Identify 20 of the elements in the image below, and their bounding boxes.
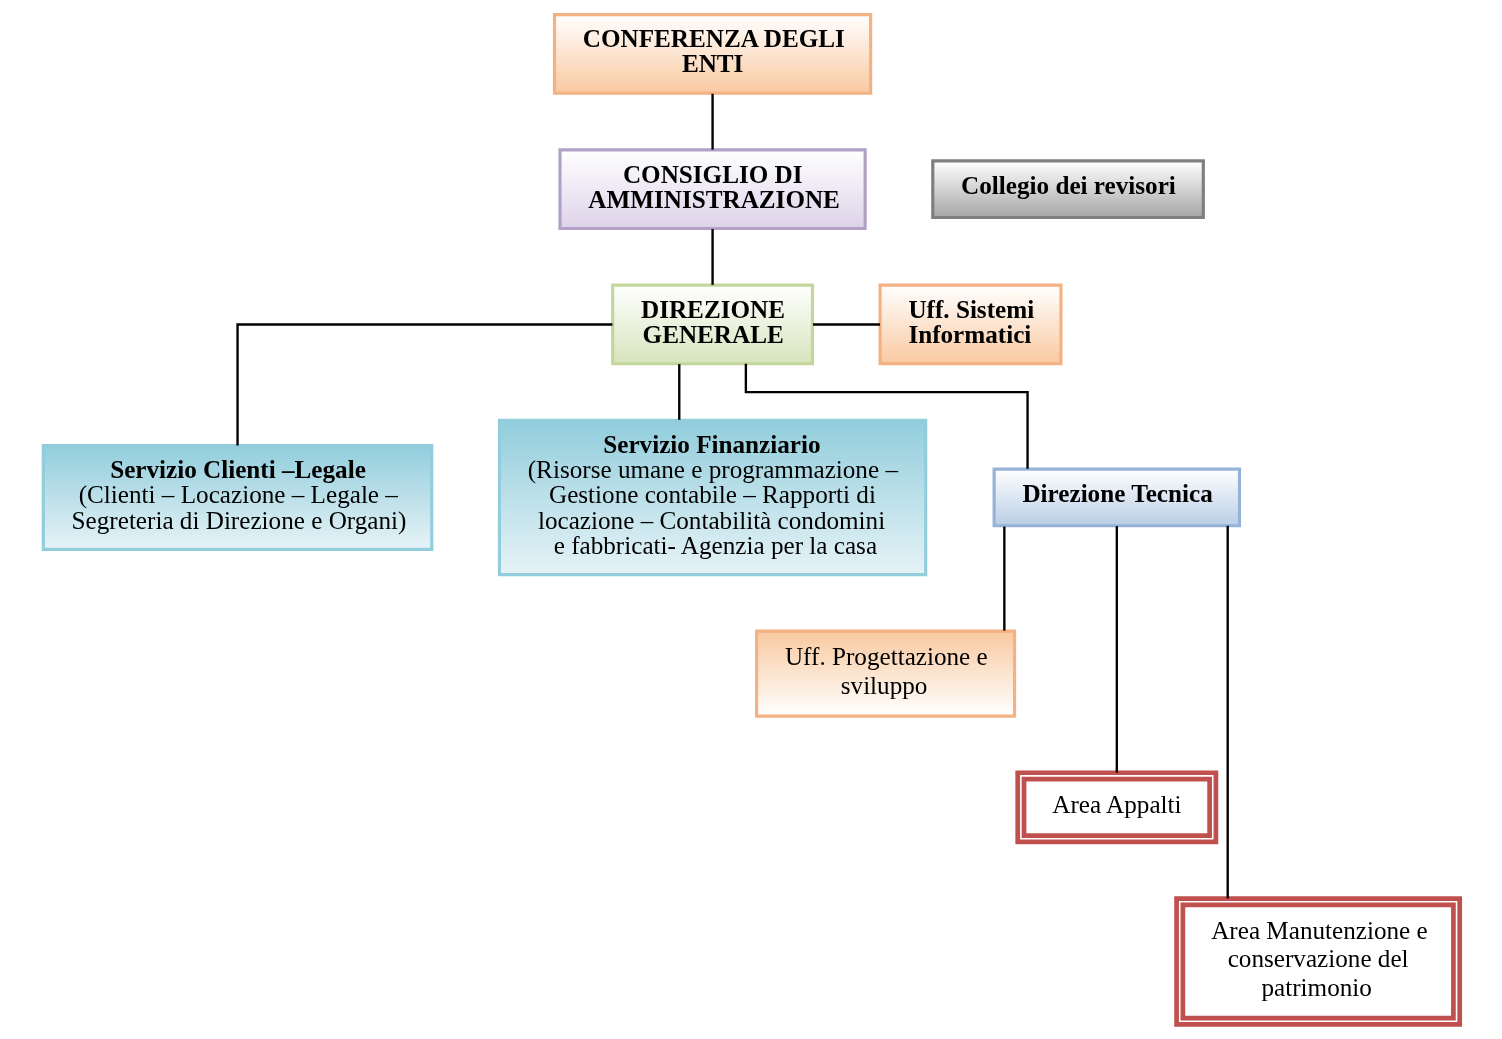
connector [710,93,714,150]
node-box: Direzione Tecnica [992,467,1241,528]
connector [235,323,612,446]
node-box: Area Appalti [1014,770,1218,845]
connector [1002,526,1006,631]
connector [1115,526,1118,773]
connector [1226,525,1229,899]
node-box: CONFERENZA DEGLI ENTI [552,13,872,95]
node-box: Servizio Finanziario (Risorse umane e programmazione – Gestione contabile – Rapporti di locazione – Contabilità condomini e fabbricati- Agenzia per la casa [497,418,927,577]
node-box: DIREZIONE GENERALE [610,283,814,366]
connector [812,323,880,326]
node-box: CONSIGLIO DI AMMINISTRAZIONE [557,148,867,231]
node-box: Servizio Clienti –Legale (Clienti – Locazione – Legale – Segreteria di Direzione e Organi) [41,444,433,551]
connector [744,363,1029,469]
node-box: Uff. Progettazione e sviluppo [754,629,1016,718]
connector [677,364,680,420]
node-box: Area Manutenzione e conservazione del patrimonio [1173,896,1462,1027]
node-box: Collegio dei revisori [930,159,1205,220]
node-box: Uff. Sistemi Informatici [878,283,1063,366]
connector [710,229,714,285]
